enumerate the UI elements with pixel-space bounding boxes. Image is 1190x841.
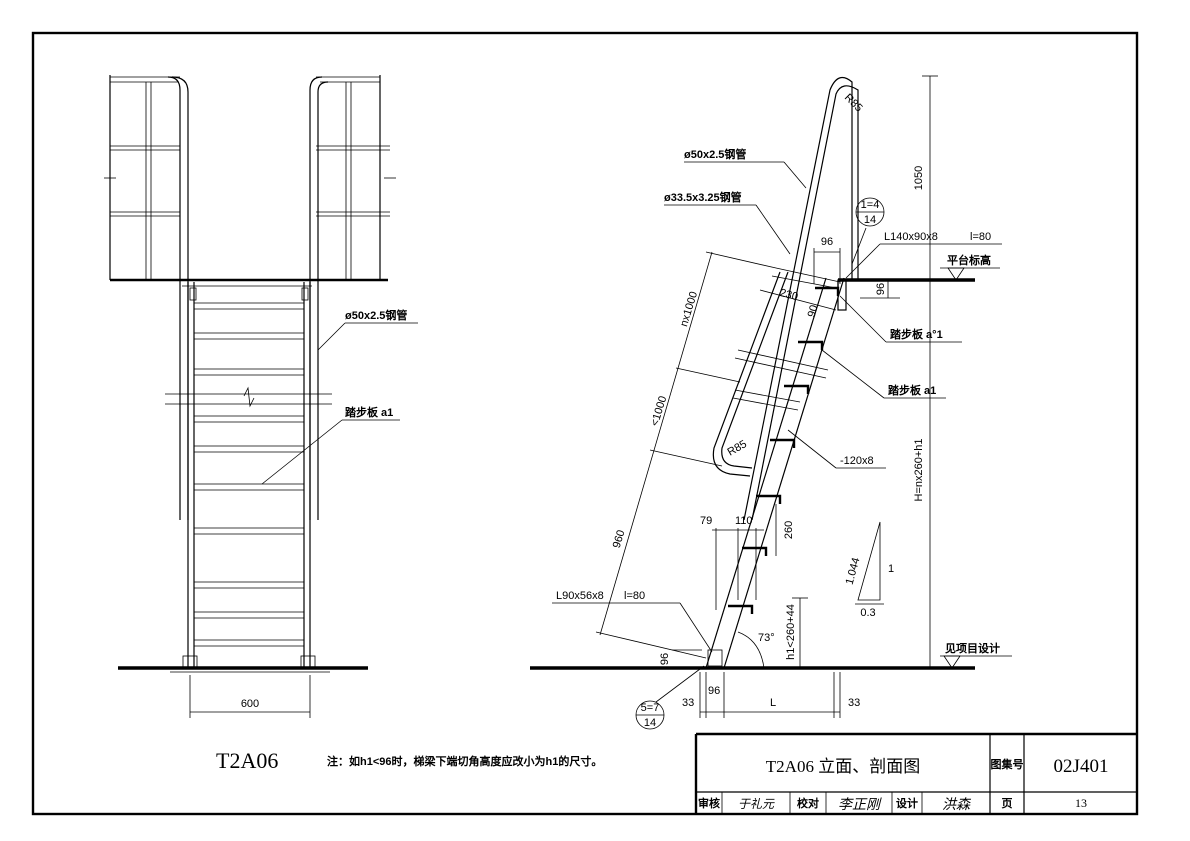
atlas-number: 02J401 — [1054, 756, 1109, 777]
radius-mid: R85 — [726, 438, 749, 458]
callout-angle-bottom-length: l=80 — [624, 590, 645, 602]
dimension-96-bottom: 96 — [659, 653, 671, 665]
platform-level-label: 平台标高 — [947, 253, 991, 267]
sheet-border — [31, 31, 1139, 816]
dimension-90: 90 — [806, 304, 821, 319]
left-break-symbol — [243, 386, 255, 408]
page-number: 13 — [1075, 796, 1087, 810]
dimension-L: L — [770, 697, 776, 709]
width-dimension-value: 600 — [241, 698, 259, 710]
handrail-outer — [743, 76, 853, 521]
slope-1: 1 — [888, 563, 894, 575]
dimension-960: 960 — [611, 529, 628, 550]
designer-signature: 洪森 — [942, 797, 972, 813]
bottom-angle-clip — [707, 649, 723, 667]
right-section: 平台标高 见项目设计 — [530, 75, 1012, 730]
callout-pipe-33: ø33.5x3.25钢管 — [664, 190, 742, 204]
dimension-110: 110 — [735, 515, 753, 527]
detail-ref-bottom-number: 5=7 — [641, 702, 660, 714]
callout-tread-a1: 踏步板 a1 — [888, 383, 936, 397]
design-label: 设计 — [896, 796, 918, 810]
callout-pipe-50: ø50x2.5钢管 — [684, 147, 746, 161]
section-stringer-back — [723, 277, 845, 669]
left-treads — [194, 302, 304, 647]
callout-tread-a1-prime: 踏步板 a°1 — [890, 327, 943, 341]
review-label: 审核 — [698, 796, 720, 810]
checker-signature: 李正刚 — [838, 797, 882, 813]
page-label: 页 — [1002, 797, 1013, 810]
dimension-96-top: 96 — [821, 236, 833, 248]
slope-triangle — [857, 521, 881, 601]
handrail-lower — [712, 271, 781, 477]
section-treads — [728, 286, 840, 614]
angle-73-label: 73° — [758, 632, 775, 644]
slope-1044: 1.044 — [844, 556, 863, 586]
callout-angle-top: L140x90x8 — [884, 231, 938, 243]
dimension-h1: h1<260+44 — [785, 604, 797, 660]
project-design-label: 见项目设计 — [945, 641, 1000, 655]
slope-03: 0.3 — [860, 607, 875, 619]
left-upper-railing — [104, 75, 396, 520]
dimension-nx1000: nx1000 — [678, 290, 700, 328]
dimension-h-formula: H=nx260+h1 — [913, 439, 925, 502]
atlas-number-label: 图集号 — [991, 757, 1024, 771]
left-elevation: ø50x2.5钢管 踏步板 a1 600 T2A06 — [104, 75, 418, 773]
section-stringer-front — [705, 277, 827, 669]
dimension-79: 79 — [700, 515, 712, 527]
radius-top: R85 — [842, 92, 865, 115]
dimension-96-right: 96 — [875, 283, 887, 295]
inclined-dimension-line — [599, 251, 713, 636]
dimension-33-left: 33 — [682, 697, 694, 709]
reviewer-signature: 于礼元 — [738, 797, 775, 811]
dimension-96-base: 96 — [708, 685, 720, 697]
left-pipe-callout: ø50x2.5钢管 — [345, 308, 407, 322]
callout-flat-bar: -120x8 — [840, 455, 874, 467]
callout-angle-bottom: L90x56x8 — [556, 590, 604, 602]
title-block: T2A06 立面、剖面图 图集号 02J401 审核 于礼元 校对 李正刚 设计… — [694, 732, 1137, 814]
dimension-260: 260 — [783, 521, 795, 539]
check-label: 校对 — [797, 796, 819, 810]
detail-ref-top-sheet: 14 — [864, 214, 876, 226]
top-angle-clip — [837, 279, 847, 311]
dimension-230: 230 — [778, 287, 799, 303]
left-view-label: T2A06 — [216, 748, 278, 773]
left-tread-callout: 踏步板 a1 — [345, 405, 393, 419]
callout-angle-top-length: l=80 — [970, 231, 991, 243]
title-block-title: T2A06 立面、剖面图 — [766, 757, 920, 776]
dimension-33-right: 33 — [848, 697, 860, 709]
drawing-note: 注：如h1<96时，梯梁下端切角高度应改小为h1的尺寸。 — [327, 754, 602, 768]
detail-ref-top-number: 1=4 — [861, 199, 880, 211]
dimension-1050: 1050 — [913, 166, 925, 190]
dimension-lt1000: <1000 — [649, 395, 670, 428]
detail-ref-bottom-sheet: 14 — [644, 717, 656, 729]
